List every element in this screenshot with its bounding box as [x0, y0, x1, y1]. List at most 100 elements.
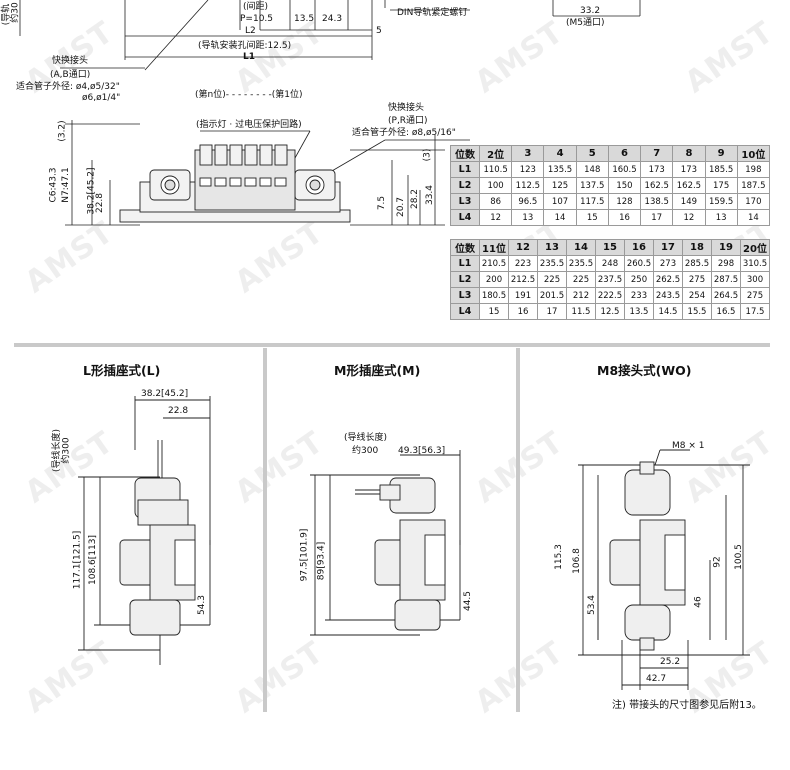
- l-dim-38-2: 38.2[45.2]: [141, 389, 189, 399]
- table-cell: 159.5: [704, 193, 738, 210]
- table-header-cell: 18: [682, 239, 712, 256]
- table-header-cell: 6: [607, 145, 642, 162]
- table-cell: 15: [575, 209, 609, 226]
- table-row-header: L2: [450, 177, 480, 194]
- table-cell: 200: [479, 271, 509, 288]
- manifold-drawing: [119, 144, 351, 223]
- table-cell: 287.5: [711, 271, 741, 288]
- table-cell: 225: [537, 271, 567, 288]
- dimension-table-11-20: 位数 11位 12 13 14 15 16 17 18 19 20位 L1 21…: [450, 239, 770, 320]
- table-cell: 149: [672, 193, 706, 210]
- table-header-cell: 位数: [450, 239, 480, 256]
- table-cell: 300: [740, 271, 770, 288]
- m8-type-drawing: [578, 449, 750, 690]
- l-approx-300: 约300: [61, 437, 72, 464]
- table-header-cell: 3: [511, 145, 545, 162]
- table-cell: 13: [511, 209, 545, 226]
- table-cell: 162.5: [672, 177, 706, 194]
- pr-port-label: (P,R通口): [388, 116, 428, 126]
- dim-3: (3): [422, 148, 433, 162]
- table-cell: 96.5: [511, 193, 545, 210]
- table-row-header: L1: [450, 255, 480, 272]
- table-cell: 264.5: [711, 287, 741, 304]
- table-cell: 275: [682, 271, 712, 288]
- l-dim-54-3: 54.3: [197, 594, 208, 616]
- m8-dim-53-4: 53.4: [587, 594, 598, 616]
- table-cell: 285.5: [682, 255, 712, 272]
- m-lead-length: (导线长度): [344, 433, 388, 443]
- m-dim-97-5: 97.5[101.9]: [299, 528, 310, 582]
- approx-label-vertical: 约30: [10, 2, 21, 23]
- m8-dim-115-3: 115.3: [553, 544, 564, 570]
- table-cell: 275: [740, 287, 770, 304]
- m-type-title: M形插座式(M): [334, 363, 421, 378]
- m8-dim-42-7: 42.7: [646, 674, 667, 684]
- dimension-table-2-10: 位数 2位 3 4 5 6 7 8 9 10位 L1 110.5 123 135…: [450, 145, 771, 226]
- table-cell: 162.5: [640, 177, 674, 194]
- table-header-row: 位数 11位 12 13 14 15 16 17 18 19 20位: [450, 239, 770, 256]
- table-cell: 15.5: [682, 303, 712, 320]
- table-row: L3 180.5 191 201.5 212 222.5 233 243.5 2…: [450, 287, 770, 304]
- table-cell: 243.5: [653, 287, 683, 304]
- table-cell: 198: [736, 161, 771, 178]
- m-approx-300: 约300: [352, 446, 379, 456]
- table-cell: 112.5: [511, 177, 545, 194]
- table-cell: 187.5: [736, 177, 771, 194]
- table-cell: 12: [478, 209, 513, 226]
- table-row: L3 86 96.5 107 117.5 128 138.5 149 159.5…: [450, 193, 771, 210]
- table-cell: 173: [640, 161, 674, 178]
- table-cell: 16.5: [711, 303, 741, 320]
- table-cell: 150: [607, 177, 642, 194]
- table-cell: 212: [566, 287, 596, 304]
- tube-od-ab-1: 适合管子外径: ø4,ø5/32": [16, 82, 120, 92]
- table-cell: 12.5: [595, 303, 625, 320]
- table-cell: 273: [653, 255, 683, 272]
- indicator-label: (指示灯 · 过电压保护回路): [196, 120, 302, 130]
- table-header-row: 位数 2位 3 4 5 6 7 8 9 10位: [450, 145, 771, 162]
- table-cell: 191: [508, 287, 538, 304]
- table-row: L1 210.5 223 235.5 235.5 248 260.5 273 2…: [450, 255, 770, 272]
- table-cell: 17.5: [740, 303, 770, 320]
- quick-fitting-pr: 快换接头: [388, 103, 425, 113]
- table-header-cell: 11位: [479, 239, 509, 256]
- table-cell: 17: [537, 303, 567, 320]
- table-header-cell: 13: [537, 239, 567, 256]
- table-cell: 14: [736, 209, 771, 226]
- table-header-cell: 14: [566, 239, 596, 256]
- l1-label: L1: [243, 52, 255, 62]
- m8-thread-label: M8 × 1: [672, 441, 705, 451]
- l-dim-108-6: 108.6[113]: [87, 535, 98, 585]
- pitch-label: (间距): [243, 2, 269, 12]
- table-header-cell: 16: [624, 239, 654, 256]
- table-row-header: L4: [450, 303, 480, 320]
- table-cell: 235.5: [566, 255, 596, 272]
- tube-od-pr: 适合管子外径: ø8,ø5/16": [352, 128, 456, 138]
- table-cell: 125: [543, 177, 577, 194]
- table-cell: 310.5: [740, 255, 770, 272]
- table-cell: 86: [478, 193, 513, 210]
- table-cell: 123: [511, 161, 545, 178]
- table-header-cell: 5: [575, 145, 609, 162]
- table-row-header: L1: [450, 161, 480, 178]
- m8-dim-46: 46: [693, 596, 704, 608]
- m5-port-label: (M5通口): [566, 18, 605, 28]
- table-header-cell: 17: [653, 239, 683, 256]
- table-cell: 175: [704, 177, 738, 194]
- table-cell: 17: [640, 209, 674, 226]
- table-cell: 180.5: [479, 287, 509, 304]
- dim-20-7: 20.7: [396, 196, 407, 218]
- m8-type-title: M8接头式(WO): [597, 363, 692, 378]
- dim-33-2: 33.2: [580, 6, 601, 16]
- m-dim-89: 89[93.4]: [316, 541, 327, 581]
- table-cell: 170: [736, 193, 771, 210]
- table-header-cell: 7: [640, 145, 674, 162]
- table-cell: 110.5: [478, 161, 513, 178]
- dim-28-2: 28.2: [410, 188, 421, 210]
- m-type-drawing: [310, 450, 461, 636]
- table-cell: 135.5: [543, 161, 577, 178]
- table-cell: 185.5: [704, 161, 738, 178]
- table-cell: 260.5: [624, 255, 654, 272]
- pitch-value: P=10.5: [240, 14, 274, 24]
- table-row: L2 200 212.5 225 225 237.5 250 262.5 275…: [450, 271, 770, 288]
- table-row-header: L3: [450, 287, 480, 304]
